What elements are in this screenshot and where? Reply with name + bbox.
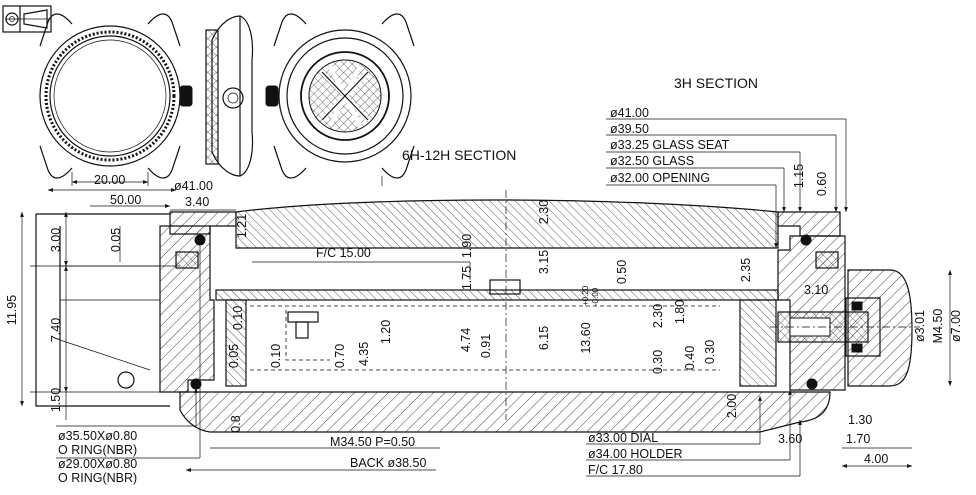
callout-outer-diameter: ø41.00: [610, 106, 649, 120]
dim-dims_inner_vertical-d8: 0.10: [231, 306, 245, 330]
note-oring-1-material: O RING(NBR): [58, 443, 137, 457]
note-oring-1: ø35.50Xø0.80: [58, 429, 137, 443]
callout-glass: ø32.50 GLASS: [610, 154, 694, 168]
dim-dims_inner_vertical-d3: 1.90: [460, 234, 474, 258]
dim-dims_inner_vertical-d14: 4.74: [459, 328, 473, 352]
dim-crown-thread: M4.50: [931, 309, 945, 344]
dim-tube-step: 1.70: [846, 432, 870, 446]
note-dial-diameter: ø33.00 DIAL: [588, 431, 658, 445]
dim-dims_inner_vertical-d9: 0.05: [227, 344, 241, 368]
inner-dimensions: 2.30 1.21 1.90 1.75 3.15 0.50 2.35 0.10 …: [227, 200, 753, 433]
dim-total-height: 11.95: [5, 295, 19, 325]
note-thread: M34.50 P=0.50: [330, 435, 415, 449]
dim-crown-length: 4.00: [864, 452, 888, 466]
back-view-watch: [265, 13, 415, 186]
dim-dims_inner_vertical-d15: 0.91: [479, 334, 493, 358]
section-6h12h-title: 6H-12H SECTION: [402, 147, 516, 163]
dim-dims_inner_vertical-d19: 1.80: [673, 300, 687, 324]
dim-dims_inner_vertical-d17: 13.60: [579, 322, 593, 353]
dim-lug-to-lug: 50.00: [110, 193, 141, 207]
dim-dims_inner_vertical-d16: 6.15: [537, 326, 551, 350]
case-cross-section: [35, 190, 846, 433]
dim-gap: 0.05: [109, 228, 123, 252]
dim-dims_inner_vertical-d22: 0.30: [703, 340, 717, 364]
dim-dims_inner_vertical-d11: 0.70: [333, 344, 347, 368]
section-3h-title: 3H SECTION: [674, 75, 758, 91]
dim-bezel-thickness: 3.00: [49, 228, 63, 252]
tolerance-lower: -0.00: [591, 287, 600, 306]
callout-glass-seat: ø33.25 GLASS SEAT: [610, 138, 730, 152]
callout-opening: ø32.00 OPENING: [610, 171, 710, 185]
dim-case-diameter: ø41.00: [174, 179, 213, 193]
dim-back-thickness: 1.50: [49, 388, 63, 412]
dim-dims_inner_vertical-d2: 1.21: [235, 214, 249, 238]
dim-mid-case: 7.40: [49, 318, 63, 342]
dim-crown-diameter: ø7.00: [949, 310, 963, 342]
first-angle-projection-icon: [2, 5, 52, 33]
dim-dims_inner_vertical-d21: 0.40: [683, 346, 697, 370]
note-oring-2: ø29.00Xø0.80: [58, 457, 137, 471]
callout-bezel-diameter: ø39.50: [610, 122, 649, 136]
fc-crystal: F/C 15.00: [316, 246, 371, 260]
front-view-watch: [39, 13, 193, 186]
dim-dims_inner_vertical-d20: 0.30: [651, 350, 665, 374]
dim-dims_inner_vertical-d1: 2.30: [537, 200, 551, 224]
dim-lug-width: 20.00: [94, 173, 125, 187]
diameter-callouts: ø41.00 ø39.50 ø33.25 GLASS SEAT ø32.50 G…: [606, 106, 848, 248]
dim-dims_inner_vertical-d6: 0.50: [615, 260, 629, 284]
crown-assembly: [770, 269, 920, 387]
dim-seat-step: 0.60: [815, 172, 829, 196]
note-oring-2-material: O RING(NBR): [58, 471, 137, 485]
dim-dims_inner_vertical-d18: 2.30: [651, 304, 665, 328]
side-view-watch: [205, 15, 254, 177]
dim-dims_inner_vertical-d23: 2.00: [725, 394, 739, 418]
dim-glass-seat-height: 1.15: [792, 164, 806, 188]
dim-stem-diameter: ø3.01: [913, 310, 927, 342]
dim-crown-gap: 1.30: [848, 413, 872, 427]
dim-dims_inner_vertical-d24: 0.8: [229, 415, 243, 432]
note-back-diameter: BACK ø38.50: [350, 456, 426, 470]
note-holder-diameter: ø34.00 HOLDER: [588, 447, 682, 461]
dim-dims_inner_vertical-d7: 2.35: [739, 258, 753, 282]
dim-bezel-height: 3.40: [185, 195, 209, 209]
dim-dims_inner_vertical-d4: 1.75: [460, 266, 474, 290]
screw-icon: [287, 311, 319, 339]
dim-crown-offset: 3.10: [804, 283, 828, 297]
dim-dims_inner_vertical-d13: 1.20: [379, 320, 393, 344]
dim-dims_inner_vertical-d10: 0.10: [269, 344, 283, 368]
tolerance-upper: +0.20: [581, 285, 590, 306]
note-fc-back: F/C 17.80: [588, 463, 643, 477]
dim-dims_inner_vertical-d5: 3.15: [537, 250, 551, 274]
dim-dims_inner_vertical-d12: 4.35: [357, 342, 371, 366]
